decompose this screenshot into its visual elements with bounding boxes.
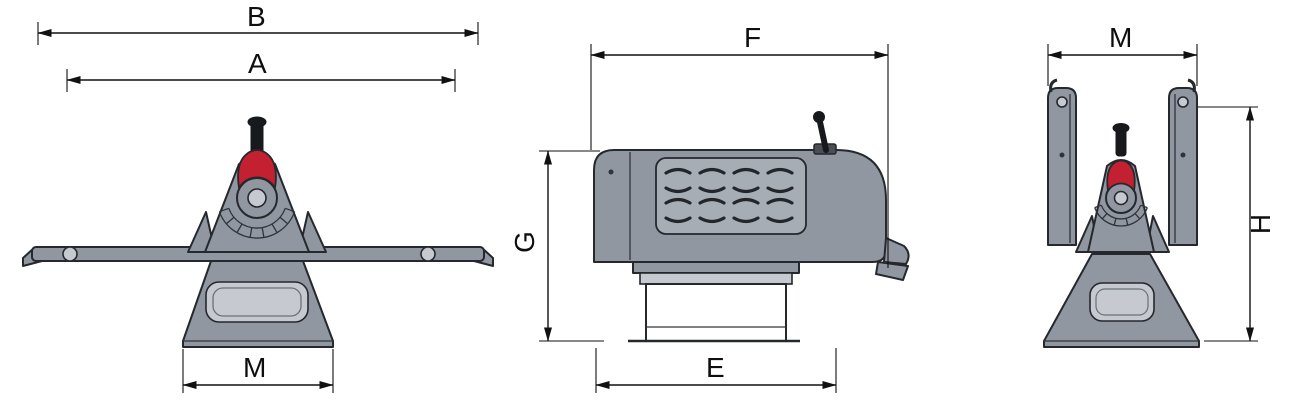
dim-M-end [1047, 44, 1198, 86]
end-tray [1089, 282, 1155, 322]
right-belt-roller [420, 246, 436, 262]
dim-label-M-front: M [243, 352, 267, 383]
left-arm-bolt [1059, 152, 1065, 158]
side-handle-lower [875, 261, 909, 281]
end-dial-hub [1113, 190, 1129, 206]
left-arm-pulley [1056, 96, 1068, 108]
end-view-machine [1043, 78, 1200, 348]
dim-G [539, 150, 604, 342]
side-view-machine [593, 111, 910, 343]
front-view-machine [22, 116, 494, 348]
dim-label-E: E [706, 352, 725, 383]
right-arm-bolt [1180, 152, 1186, 158]
end-tray-inner [1095, 288, 1149, 316]
right-arm-pulley [1177, 96, 1189, 108]
dim-label-M-end: M [1109, 22, 1133, 53]
left-arm [1047, 87, 1077, 246]
dim-label-F: F [744, 22, 762, 53]
end-view [1043, 44, 1258, 348]
right-hook [1187, 78, 1196, 93]
dial-hub [247, 188, 267, 208]
dim-label-G: G [508, 231, 540, 253]
right-arm [1168, 87, 1198, 246]
end-gauge-fan [1094, 204, 1148, 227]
screw [608, 169, 614, 175]
dim-A [66, 69, 456, 92]
roller-strip-upper [632, 261, 800, 274]
top-knob-cap [247, 116, 267, 128]
dim-E [595, 348, 837, 393]
dim-label-B: B [247, 1, 266, 32]
vent-slots [664, 167, 794, 224]
red-guard [237, 149, 277, 189]
flour-tray [205, 281, 309, 323]
dim-label-H: H [1245, 213, 1277, 235]
left-hook [1049, 78, 1058, 93]
end-red-guard [1106, 159, 1136, 192]
gauge-fan [218, 207, 296, 239]
side-view [539, 44, 910, 393]
lower-frame [645, 283, 787, 342]
front-view [22, 22, 494, 393]
dim-M-front [182, 349, 334, 393]
flour-tray-inner [212, 287, 302, 317]
roller-strip-lower [639, 272, 793, 285]
end-knob-cap [1112, 123, 1130, 133]
dim-B [37, 22, 479, 45]
dim-label-A: A [248, 48, 267, 79]
lever-arm [817, 119, 829, 153]
dim-F [590, 44, 889, 268]
lever-knob [813, 111, 825, 123]
side-handle [883, 237, 910, 265]
left-belt-roller [62, 246, 78, 262]
dim-H [1198, 106, 1258, 342]
vent-panel [655, 157, 807, 235]
